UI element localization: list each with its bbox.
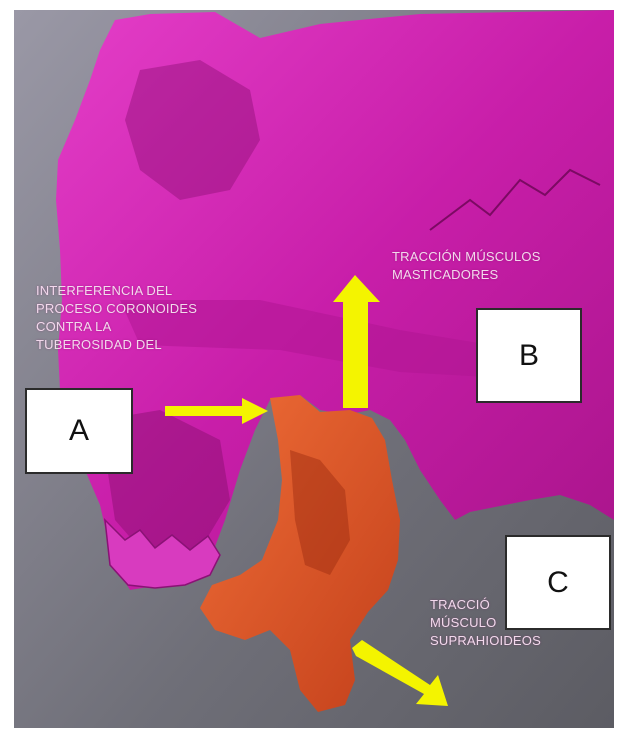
marker-a: A bbox=[25, 388, 133, 474]
suprahyoid-line-3: SUPRAHIOIDEOS bbox=[430, 632, 541, 650]
interference-label: INTERFERENCIA DEL PROCESO CORONOIDES CON… bbox=[36, 282, 197, 354]
marker-c: C bbox=[505, 535, 611, 630]
interference-line-1: INTERFERENCIA DEL bbox=[36, 282, 197, 300]
masticatory-line-2: MASTICADORES bbox=[392, 266, 541, 284]
marker-b: B bbox=[476, 308, 582, 403]
interference-line-2: PROCESO CORONOIDES bbox=[36, 300, 197, 318]
masticatory-line-1: TRACCIÓN MÚSCULOS bbox=[392, 248, 541, 266]
interference-line-3: CONTRA LA bbox=[36, 318, 197, 336]
masticatory-label: TRACCIÓN MÚSCULOS MASTICADORES bbox=[392, 248, 541, 284]
interference-line-4: TUBEROSIDAD DEL bbox=[36, 336, 197, 354]
